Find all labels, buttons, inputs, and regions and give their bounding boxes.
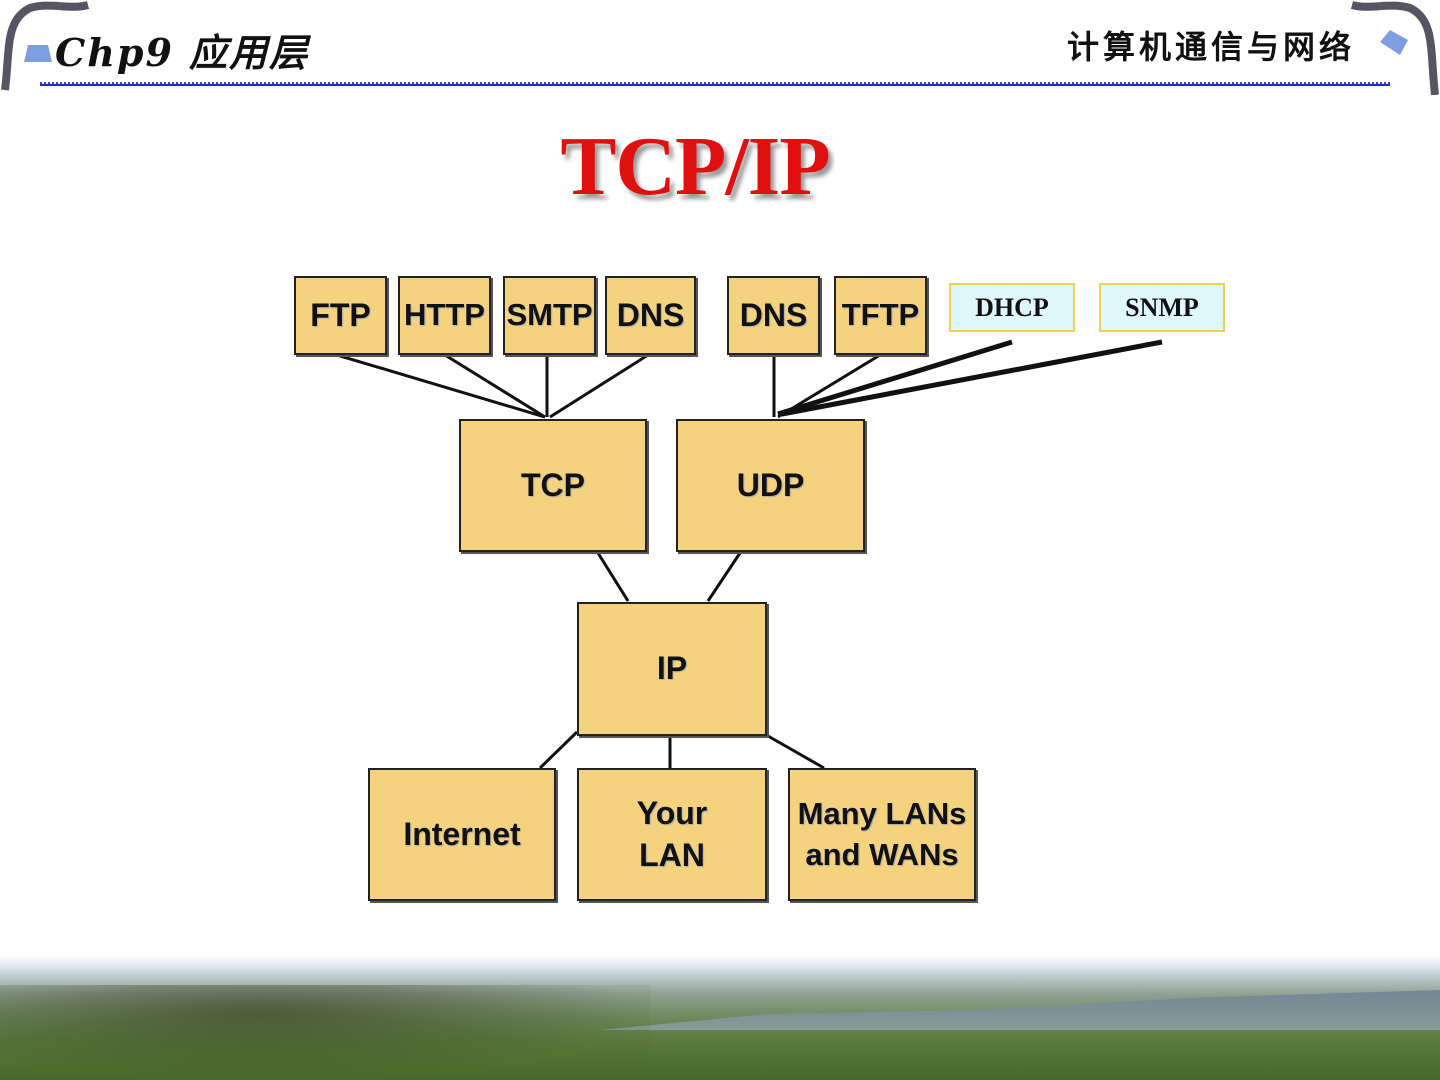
many-line1: Many LANs: [797, 796, 967, 832]
link-many-lans-wans: Many LANs and WANs: [788, 768, 976, 901]
protocol-http: HTTP: [398, 276, 491, 355]
course-heading: 计算机通信与网络: [1066, 28, 1355, 66]
link-internet: Internet: [368, 768, 556, 901]
protocol-dns-udp: DNS: [727, 276, 820, 355]
protocol-tftp: TFTP: [834, 276, 927, 355]
slide-title: TCP/IP: [560, 120, 830, 213]
protocol-smtp: SMTP: [503, 276, 596, 355]
network-ip: IP: [577, 602, 767, 736]
corner-ornament-right: [1350, 0, 1440, 96]
protocol-dhcp: DHCP: [949, 283, 1075, 332]
protocol-dns-tcp: DNS: [605, 276, 696, 355]
transport-tcp: TCP: [459, 419, 647, 552]
chapter-heading: Chp9 应用层: [55, 30, 310, 75]
protocol-snmp: SNMP: [1099, 283, 1225, 332]
protocol-ftp: FTP: [294, 276, 387, 355]
transport-udp: UDP: [676, 419, 865, 552]
your-lan-line2: LAN: [639, 836, 705, 873]
link-your-lan: Your LAN: [577, 768, 767, 901]
your-lan-line1: Your: [636, 794, 708, 831]
landscape-trees: [0, 985, 650, 1080]
corner-ornament-left: [0, 0, 90, 95]
header-divider: [40, 82, 1390, 86]
many-line2: and WANs: [805, 836, 959, 872]
